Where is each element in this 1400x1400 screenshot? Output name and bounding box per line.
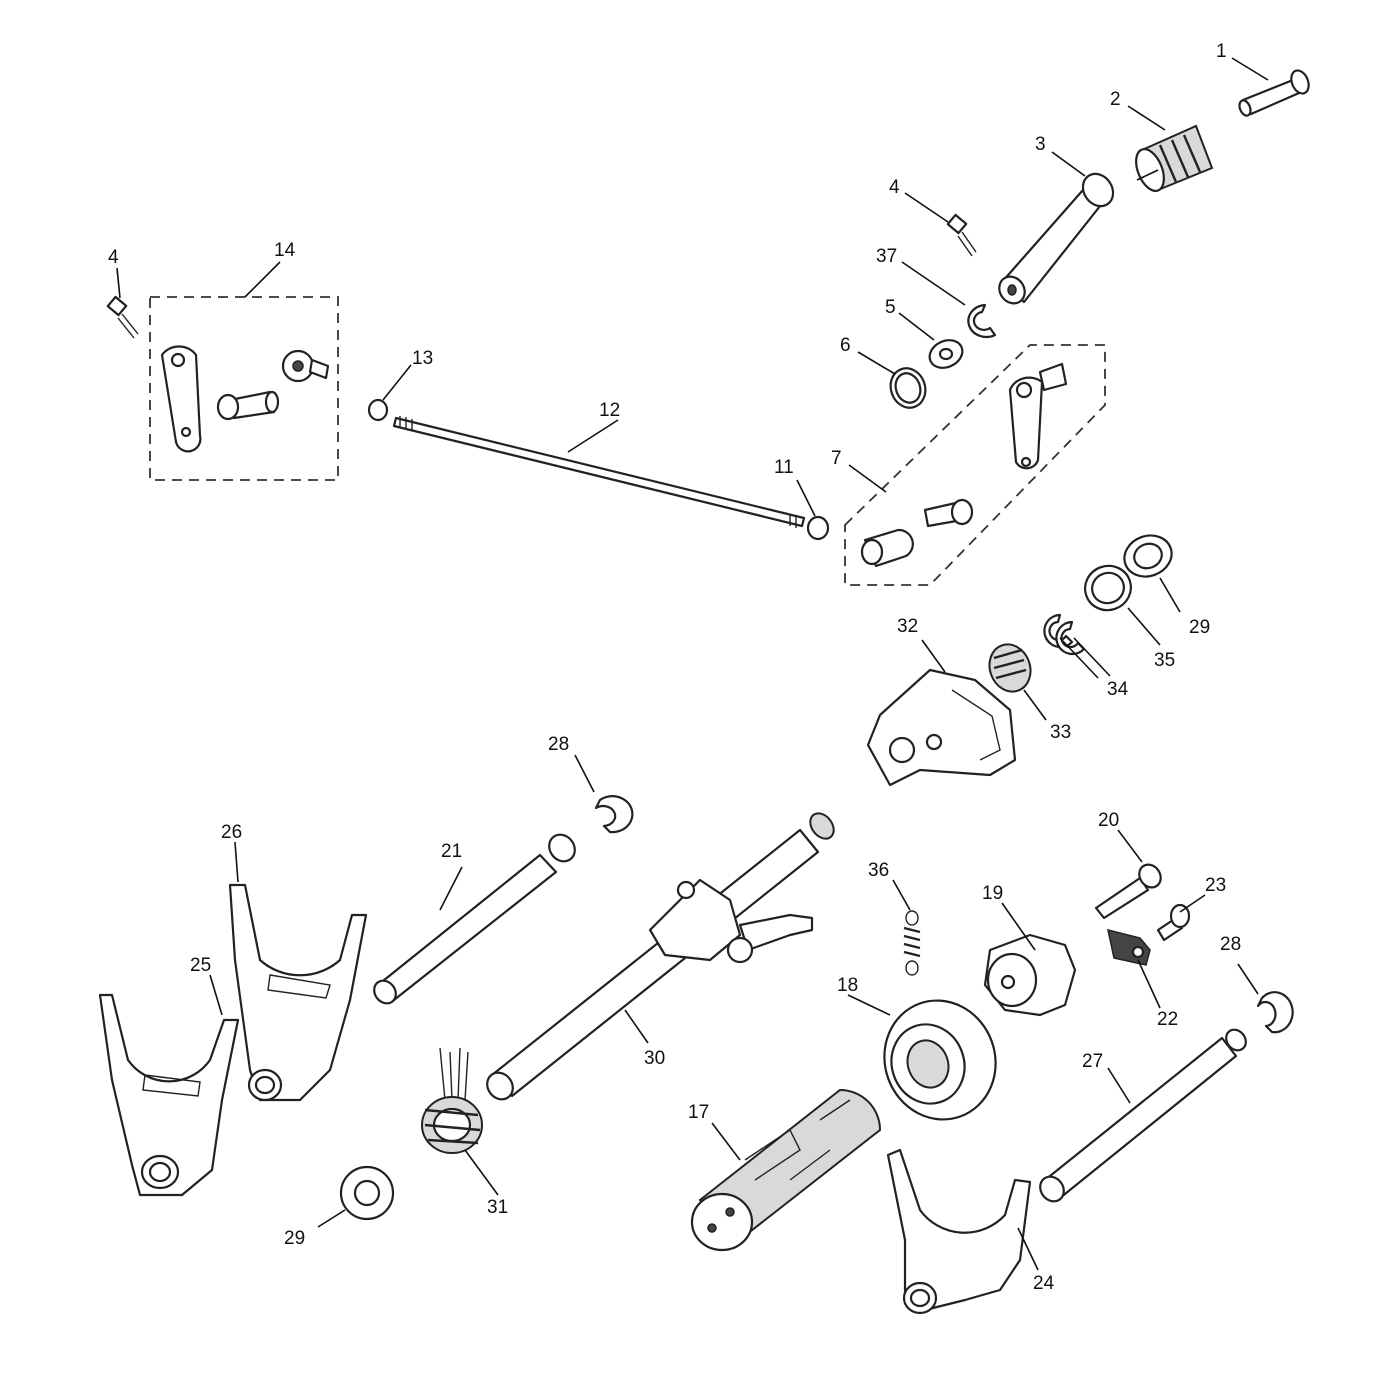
- callout-7: 7: [831, 448, 842, 469]
- callout-3: 3: [1035, 134, 1046, 155]
- part-5-washer: [928, 339, 964, 369]
- callout-5: 5: [885, 297, 896, 318]
- part-20-bolt: [1094, 863, 1162, 920]
- part-33-spring: [988, 643, 1032, 693]
- callout-35: 35: [1154, 650, 1175, 671]
- callout-33: 33: [1050, 722, 1071, 743]
- part-1-pin: [1238, 69, 1310, 117]
- part-14-arm: [160, 345, 202, 453]
- part-31-return-spring: [421, 1047, 483, 1154]
- part-7-socket: [860, 528, 914, 568]
- part-6-oring: [889, 367, 927, 409]
- callout-4b: 4: [108, 247, 119, 268]
- part-7-arm: [1008, 362, 1068, 470]
- part-18-bearing: [883, 999, 997, 1121]
- leader-lines: [116, 57, 1269, 1271]
- part-7-ball-joint: [923, 498, 974, 528]
- callout-23: 23: [1205, 875, 1226, 896]
- part-25-selector-fork: [98, 993, 240, 1197]
- part-11-nut: [806, 515, 830, 541]
- part-14-socket: [281, 349, 330, 383]
- part-32-selector-plate: [866, 668, 1017, 787]
- part-4-bolt-right: [946, 213, 977, 257]
- part-21-fork-shaft: [373, 833, 576, 1005]
- callout-2: 2: [1110, 89, 1121, 110]
- callout-34: 34: [1107, 679, 1129, 700]
- callout-13: 13: [412, 348, 433, 369]
- callout-14: 14: [274, 240, 296, 261]
- part-4-bolt-left: [106, 295, 139, 339]
- part-19-detent-wheel: [983, 933, 1077, 1017]
- part-23-bolt: [1156, 903, 1191, 942]
- callout-36: 36: [868, 860, 889, 881]
- callout-28b: 28: [1220, 934, 1241, 955]
- part-2-rubber: [1135, 124, 1214, 192]
- callout-29b: 29: [284, 1228, 305, 1249]
- callout-labels: 1 2 3 4 4 5 6 7 11 12 13 14 17 18 19 20 …: [108, 41, 1241, 1294]
- callout-25: 25: [190, 955, 211, 976]
- part-28-circlip-lower: [1256, 991, 1294, 1034]
- callout-18: 18: [837, 975, 858, 996]
- part-29-washer-top: [1123, 534, 1173, 578]
- callout-22: 22: [1157, 1009, 1178, 1030]
- part-36-detent-spring: [903, 910, 921, 976]
- part-22-stopper-plate: [1107, 928, 1151, 966]
- part-34-circlips: [1043, 613, 1086, 656]
- part-30-shift-shaft: [486, 812, 835, 1101]
- callout-37: 37: [876, 246, 897, 267]
- part-29-washer-lower: [339, 1165, 395, 1221]
- part-28-circlip-upper: [594, 795, 634, 834]
- callout-27: 27: [1082, 1051, 1103, 1072]
- callout-17: 17: [688, 1102, 709, 1123]
- callout-28a: 28: [548, 734, 569, 755]
- part-37-circlip: [967, 303, 997, 339]
- part-14-kit-outline: [149, 296, 339, 481]
- part-13-nut: [367, 398, 389, 422]
- part-35-washer: [1084, 564, 1132, 612]
- callout-31: 31: [487, 1197, 508, 1218]
- callout-4a: 4: [889, 177, 900, 198]
- part-14-ball-joint: [216, 390, 280, 421]
- callout-12: 12: [599, 400, 620, 421]
- callout-21: 21: [441, 841, 462, 862]
- callout-32: 32: [897, 616, 918, 637]
- part-7-kit-outline: [844, 344, 1106, 586]
- callout-30: 30: [644, 1048, 665, 1069]
- callout-1: 1: [1216, 41, 1227, 62]
- callout-24: 24: [1033, 1273, 1055, 1294]
- part-24-selector-fork: [886, 1148, 1032, 1315]
- part-12-linkage-rod: [392, 416, 806, 528]
- part-26-selector-fork: [228, 883, 368, 1102]
- callout-19: 19: [982, 883, 1003, 904]
- part-27-fork-shaft: [1039, 1028, 1247, 1203]
- callout-6: 6: [840, 335, 851, 356]
- part-17-selector-drum: [690, 1088, 882, 1252]
- callout-20: 20: [1098, 810, 1119, 831]
- callout-11: 11: [774, 457, 794, 478]
- callout-29a: 29: [1189, 617, 1210, 638]
- part-3-gear-lever: [998, 172, 1115, 305]
- callout-26: 26: [221, 822, 242, 843]
